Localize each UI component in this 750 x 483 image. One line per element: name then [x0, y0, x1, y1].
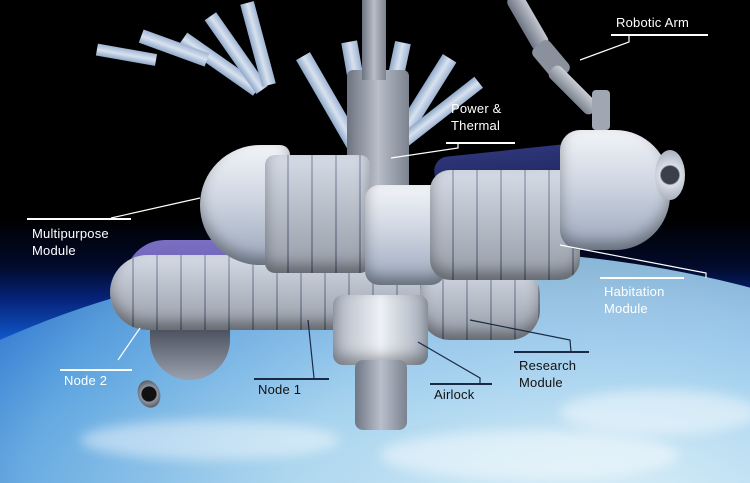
airlock-lower: [355, 360, 407, 430]
label-research-module: Research Module: [519, 357, 576, 391]
label-robotic-arm: Robotic Arm: [616, 15, 690, 30]
label-line: Module: [32, 243, 76, 258]
label-node-2: Node 2: [64, 373, 108, 388]
habitation-module: [430, 170, 580, 280]
label-multipurpose-module: Multipurpose Module: [32, 225, 109, 259]
airlock: [333, 295, 428, 365]
airlock-underline: [430, 383, 492, 385]
power-thermal-underline: [446, 142, 515, 144]
cloud: [380, 430, 680, 480]
label-line: Research: [519, 358, 577, 373]
cloud: [80, 420, 340, 460]
cloud: [560, 390, 750, 435]
label-airlock: Airlock: [434, 387, 475, 402]
node-2-underline: [60, 369, 132, 371]
multipurpose-underline: [27, 218, 131, 220]
mast: [362, 0, 386, 80]
label-line: Multipurpose: [32, 226, 109, 241]
label-line: Module: [519, 375, 563, 390]
label-line: Habitation: [604, 284, 665, 299]
label-habitation-module: Habitation Module: [604, 283, 665, 317]
node-1-underline: [254, 378, 329, 380]
research-underline: [514, 351, 589, 353]
label-power-thermal: Power & Thermal: [451, 100, 502, 134]
habitation-module-end: [560, 130, 670, 250]
label-node-1: Node 1: [258, 382, 302, 397]
robotic-arm-underline: [611, 34, 708, 36]
label-line: Thermal: [451, 118, 501, 133]
docking-port: [655, 150, 685, 200]
label-line: Module: [604, 301, 648, 316]
habitation-underline: [600, 277, 684, 279]
multipurpose-module: [265, 155, 370, 273]
label-line: Power &: [451, 101, 502, 116]
